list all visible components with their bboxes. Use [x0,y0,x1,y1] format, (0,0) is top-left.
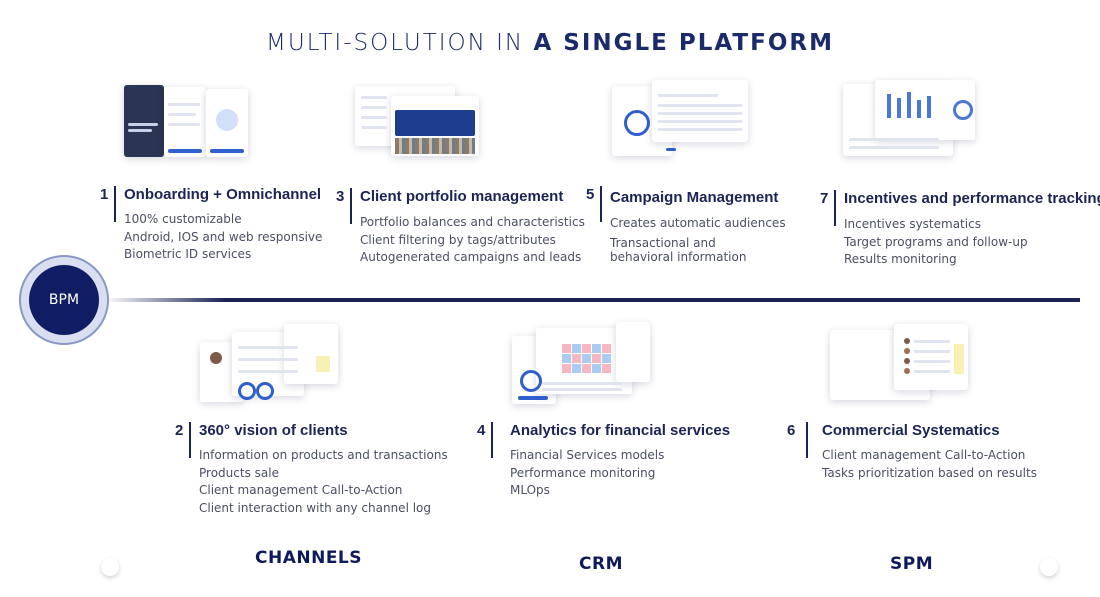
feature-item: Transactional and behavioral information [610,235,747,264]
feature-list: Client management Call-to-Action Tasks p… [822,447,1037,482]
title-light: MULTI-SOLUTION IN [266,30,525,56]
feature-item: 100% customizable [124,212,242,226]
page-title: MULTI-SOLUTION IN A SINGLE PLATFORM [0,30,1100,56]
feature-item: Autogenerated campaigns and leads [360,250,582,264]
bpm-badge: BPM [29,265,99,335]
feature-number: 4 [477,422,486,439]
feature-heading: Campaign Management [610,189,779,206]
feature-number: 6 [787,422,796,439]
analytics-screenshot [512,322,652,406]
feature-item: Target programs and follow-up [844,234,1028,249]
commercial-screenshot [830,324,970,402]
feature-list: Portfolio balances and characteristics C… [360,214,585,267]
feature-number: 5 [586,186,595,203]
feature-item: Android, IOS and web responsive [124,229,323,244]
category-channels: CHANNELS [255,548,363,568]
feature-rule [834,190,836,226]
feature-item: Products sale [199,465,279,480]
feature-item: Tasks prioritization based on results [822,465,1037,480]
feature-item: Client management Call-to-Action [822,448,1026,462]
portfolio-screenshot [355,82,481,158]
feature-heading: 360° vision of clients [199,422,348,439]
client-360-screenshot [198,324,340,404]
feature-heading: Client portfolio management [360,188,564,205]
feature-heading: Onboarding + Omnichannel [124,186,322,203]
category-spm: SPM [890,554,934,574]
feature-item: Performance monitoring [510,465,656,480]
feature-rule [114,186,116,222]
feature-item: MLOps [510,483,550,497]
category-crm: CRM [579,554,623,574]
timeline-fade [104,298,224,302]
feature-number: 7 [820,190,829,207]
feature-heading: Commercial Systematics [822,422,1000,439]
feature-rule [350,188,352,224]
feature-number: 3 [336,188,345,205]
feature-item: Biometric ID services [124,247,252,261]
feature-list: Financial Services models Performance mo… [510,447,664,500]
feature-heading: Analytics for financial services [510,422,731,439]
feature-list: 100% customizable Android, IOS and web r… [124,211,322,264]
feature-heading: Incentives and performance tracking [844,190,1100,207]
timeline-line [104,298,1080,302]
feature-rule [806,422,808,458]
feature-number: 2 [175,422,184,439]
feature-item: Client interaction with any channel log [199,500,432,515]
feature-item: Client management Call-to-Action [199,483,403,497]
feature-list: Information on products and transactions… [199,447,448,517]
left-dot-icon [101,558,119,576]
feature-item: Results monitoring [844,252,957,266]
feature-item: Client filtering by tags/attributes [360,232,556,247]
feature-number: 1 [100,186,109,203]
incentives-screenshot [843,80,977,158]
feature-list: Creates automatic audiences Transactiona… [610,215,786,264]
feature-item: Incentives systematics [844,217,981,231]
title-bold: A SINGLE PLATFORM [533,30,834,56]
feature-item: Financial Services models [510,448,665,462]
feature-item: Creates automatic audiences [610,216,786,230]
feature-rule [600,186,602,222]
feature-rule [491,422,493,458]
feature-rule [189,422,191,458]
onboarding-screenshot [122,83,252,159]
feature-item: Information on products and transactions [199,448,448,462]
right-dot-icon [1040,558,1058,576]
feature-list: Incentives systematics Target programs a… [844,216,1028,269]
campaign-screenshot [612,80,750,158]
feature-item: Portfolio balances and characteristics [360,215,585,229]
